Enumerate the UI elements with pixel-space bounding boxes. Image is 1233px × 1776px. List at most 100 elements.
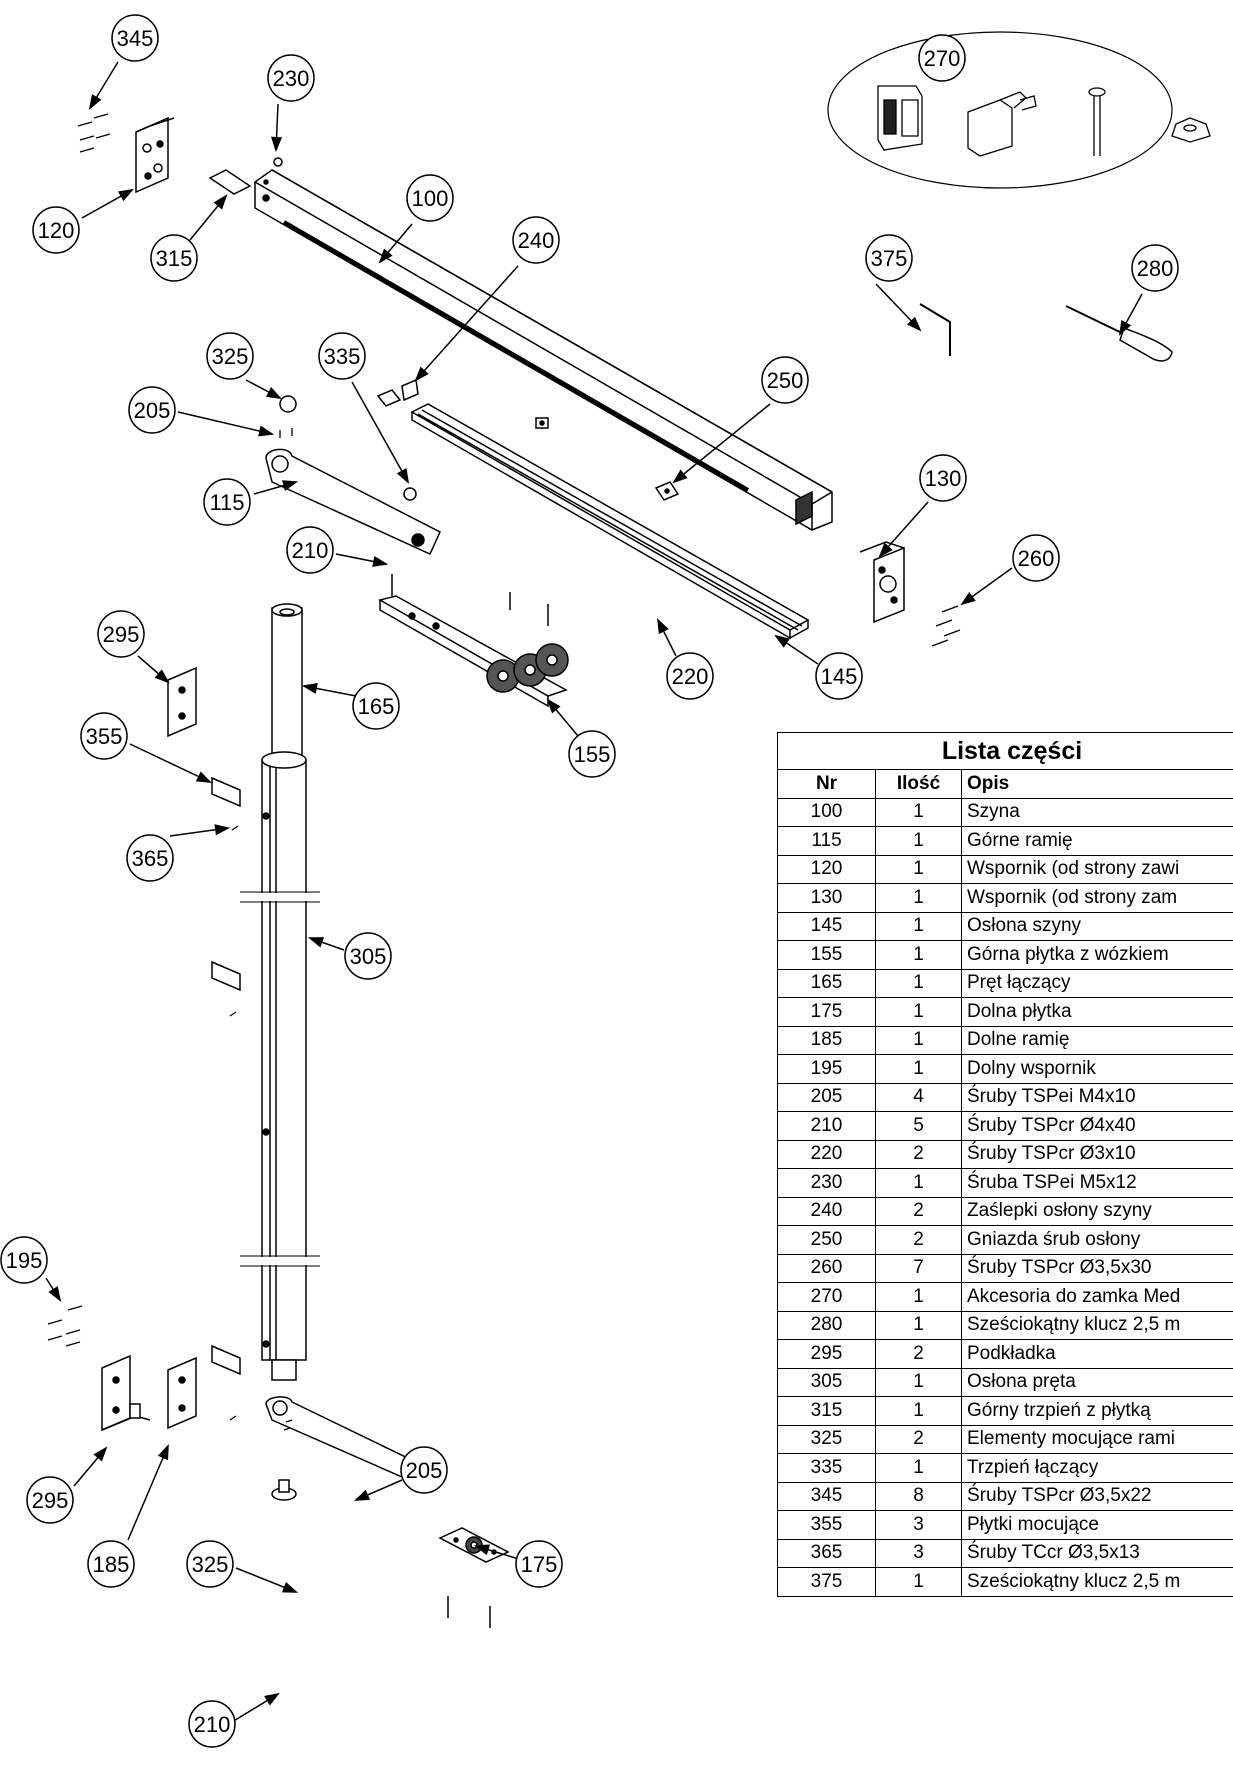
part-number: 100 bbox=[777, 797, 876, 827]
leader-arrowhead bbox=[117, 188, 134, 202]
part-quantity: 1 bbox=[875, 940, 962, 970]
leader-arrowhead bbox=[154, 669, 170, 684]
callout-label: 195 bbox=[6, 1248, 43, 1273]
callout-circle bbox=[32, 206, 80, 254]
screws-210-top bbox=[391, 574, 549, 626]
lower-bracket bbox=[101, 1354, 151, 1432]
part-quantity: 1 bbox=[875, 1054, 962, 1084]
callout-label: 175 bbox=[521, 1552, 558, 1577]
screws-345-bottom bbox=[47, 1305, 83, 1347]
callout-circle bbox=[515, 1540, 563, 1588]
callout-label: 250 bbox=[767, 368, 804, 393]
leader-line-205 bbox=[177, 411, 273, 435]
callout-label: 210 bbox=[194, 1712, 231, 1737]
callout-circle bbox=[267, 54, 315, 102]
part-number: 365 bbox=[777, 1538, 876, 1568]
callout-label: 260 bbox=[1018, 546, 1055, 571]
part-quantity: 3 bbox=[875, 1510, 962, 1540]
callout-circle bbox=[1131, 244, 1179, 292]
part-quantity: 1 bbox=[875, 1367, 962, 1397]
callout-label: 280 bbox=[1137, 256, 1174, 281]
part-description: Górny trzpień z płytką bbox=[961, 1396, 1233, 1426]
part-number: 130 bbox=[777, 883, 876, 913]
part-quantity: 1 bbox=[875, 1396, 962, 1426]
part-description: Gniazda śrub osłony bbox=[961, 1225, 1233, 1255]
part-quantity: 1 bbox=[875, 1168, 962, 1198]
part-description: Pręt łączący bbox=[961, 968, 1233, 998]
bottom-plate bbox=[438, 1527, 510, 1563]
leader-arrowhead bbox=[258, 425, 275, 437]
callout-label: 295 bbox=[103, 622, 140, 647]
leader-line-240 bbox=[415, 265, 519, 381]
callout-leader-lines bbox=[45, 61, 1143, 1723]
leader-arrowhead bbox=[414, 366, 429, 382]
leader-arrowhead bbox=[396, 467, 410, 484]
part-number: 145 bbox=[777, 911, 876, 941]
callout-circle bbox=[344, 932, 392, 980]
callout-label: 120 bbox=[38, 218, 75, 243]
lock-accessory-parts bbox=[877, 85, 1211, 157]
callout-circle bbox=[150, 234, 198, 282]
leader-arrowhead bbox=[214, 824, 231, 836]
top-plate-with-carriage bbox=[378, 595, 569, 708]
rod-cover bbox=[238, 751, 328, 1381]
part-quantity: 1 bbox=[875, 911, 962, 941]
part-description: Trzpień łączący bbox=[961, 1453, 1233, 1483]
callout-label: 375 bbox=[871, 246, 908, 271]
washer-295-bottom bbox=[167, 1356, 197, 1430]
part-quantity: 1 bbox=[875, 826, 962, 856]
callout-circle bbox=[80, 712, 128, 760]
screws-345-top bbox=[77, 113, 111, 153]
screws-205-bottom bbox=[283, 1419, 293, 1431]
column-header-description: Opis bbox=[961, 769, 1233, 799]
part-quantity: 1 bbox=[875, 1453, 962, 1483]
screws-365 bbox=[229, 825, 239, 1421]
callout-circle bbox=[815, 652, 863, 700]
washer-295-top bbox=[167, 666, 197, 738]
part-description: Sześciokątny klucz 2,5 m bbox=[961, 1310, 1233, 1340]
part-description: Dolny wspornik bbox=[961, 1054, 1233, 1084]
screws-260 bbox=[931, 605, 961, 647]
callout-circle bbox=[666, 652, 714, 700]
callout-circle bbox=[188, 1700, 236, 1748]
callout-circle bbox=[206, 332, 254, 380]
callout-circle bbox=[186, 1540, 234, 1588]
part-number: 335 bbox=[777, 1453, 876, 1483]
leader-line-335 bbox=[351, 381, 409, 483]
leader-arrowhead bbox=[473, 1544, 491, 1556]
part-quantity: 3 bbox=[875, 1538, 962, 1568]
part-description: Górna płytka z wózkiem bbox=[961, 940, 1233, 970]
part-number: 240 bbox=[777, 1196, 876, 1226]
callout-label: 145 bbox=[821, 664, 858, 689]
callout-circle bbox=[87, 1540, 135, 1588]
leader-arrowhead bbox=[88, 94, 102, 110]
part-number: 250 bbox=[777, 1225, 876, 1255]
callout-label: 220 bbox=[672, 664, 709, 689]
callout-label: 165 bbox=[358, 694, 395, 719]
part-number: 355 bbox=[777, 1510, 876, 1540]
leader-arrowhead bbox=[271, 136, 283, 153]
callout-label: 325 bbox=[212, 344, 249, 369]
part-description: Śruby TSPcr Ø4x40 bbox=[961, 1111, 1233, 1141]
leader-arrowhead bbox=[672, 469, 688, 484]
leader-arrowhead bbox=[378, 248, 393, 264]
part-number: 315 bbox=[777, 1396, 876, 1426]
callout-circle bbox=[97, 610, 145, 658]
callout-circle bbox=[26, 1476, 74, 1524]
callout-label: 240 bbox=[518, 228, 555, 253]
